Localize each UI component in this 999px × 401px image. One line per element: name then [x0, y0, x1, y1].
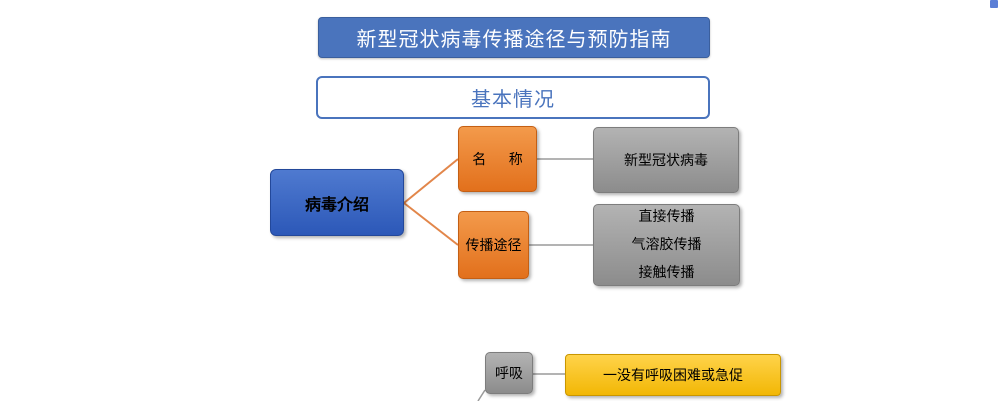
detail-item: 气溶胶传播 — [631, 237, 702, 253]
diagram-title: 新型冠状病毒传播途径与预防指南 — [318, 17, 710, 58]
detail-node-name: 新型冠状病毒 — [593, 127, 739, 193]
detail-item: 新型冠状病毒 — [624, 153, 708, 169]
branch-node-name: 名 称 — [458, 126, 537, 192]
corner-marker-icon — [990, 0, 998, 8]
highlight-node-breathing: 一没有呼吸困难或急促 — [565, 354, 781, 396]
branch-node-breathing: 呼吸 — [485, 352, 533, 394]
connector-breath-incoming — [477, 389, 486, 401]
detail-node-transmission: 直接传播 气溶胶传播 接触传播 — [593, 204, 740, 286]
branch-node-transmission: 传播途径 — [458, 211, 529, 279]
detail-item: 接触传播 — [638, 265, 695, 281]
connector-root-to-name — [403, 158, 459, 204]
detail-item: 直接传播 — [638, 209, 695, 225]
connector-root-to-route — [403, 202, 459, 246]
section-heading: 基本情况 — [316, 76, 710, 119]
root-node: 病毒介绍 — [270, 169, 404, 236]
